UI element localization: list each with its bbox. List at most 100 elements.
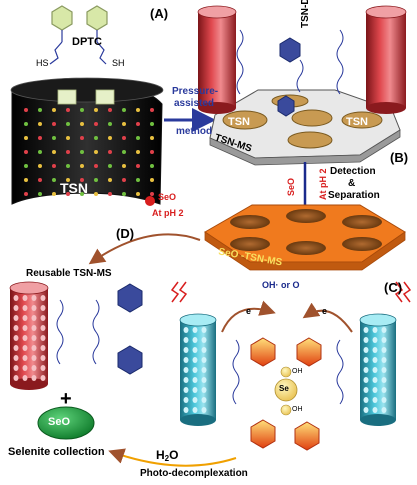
dptc-molecule-left	[49, 5, 73, 65]
pore-dot	[80, 192, 84, 196]
pore-dot	[38, 108, 42, 112]
tube-pore	[372, 397, 378, 403]
pore-dot	[66, 178, 70, 182]
orange-pore-4	[230, 237, 270, 251]
tube-pore	[201, 357, 207, 363]
hex-ring-bottom-top	[117, 283, 143, 313]
tube-pore	[13, 305, 19, 311]
pore-dot	[52, 150, 56, 154]
dptc-label: DPTC	[72, 36, 102, 48]
photo-decomplexation-arrow	[108, 448, 237, 467]
pore-dot	[66, 164, 70, 168]
pore-dot	[122, 192, 126, 196]
dptc-square-left	[57, 89, 77, 105]
tube-pore	[31, 345, 37, 351]
tube-pore	[13, 315, 19, 321]
pore-dot	[38, 192, 42, 196]
hex-ring-bottom-low	[117, 345, 143, 375]
pore-dot	[66, 150, 70, 154]
orange-pore-2	[286, 209, 326, 223]
tube-pore	[31, 335, 37, 341]
tube-pore	[13, 325, 19, 331]
tube-pore	[201, 327, 207, 333]
pore-dot	[80, 108, 84, 112]
pore-dot	[136, 150, 140, 154]
pore-dot	[52, 192, 56, 196]
tube-pore	[372, 387, 378, 393]
sh-label: SH	[112, 58, 125, 68]
tube-pore	[192, 357, 198, 363]
pore-dot	[66, 192, 70, 196]
tube-pore	[381, 387, 387, 393]
tube-pore	[192, 387, 198, 393]
ph2-vertical-label: At pH 2	[318, 168, 328, 201]
tube-pore	[372, 367, 378, 373]
selenite-ball	[37, 406, 95, 440]
tube-pore	[13, 335, 19, 341]
tube-pore	[192, 407, 198, 413]
arrow-line1-label: Pressure-	[172, 86, 219, 97]
pore-dot	[38, 164, 42, 168]
tube-pore	[363, 377, 369, 383]
pore-dot	[80, 164, 84, 168]
tsn-plate-pore-front	[287, 131, 333, 149]
pore-dot	[38, 136, 42, 140]
radicals-label: OH· or O	[262, 280, 300, 290]
panel-b-letter: (B)	[390, 150, 409, 165]
pore-dot	[52, 164, 56, 168]
tube-pore	[363, 337, 369, 343]
oh-top-label: OH	[292, 368, 303, 375]
tube-pore	[201, 407, 207, 413]
orange-pore-5	[286, 241, 326, 255]
pore-dot	[136, 164, 140, 168]
dptc-square-right	[95, 89, 115, 105]
tube-pore	[40, 375, 46, 381]
tube-pore	[192, 327, 198, 333]
tube-pore	[22, 325, 28, 331]
tube-pore	[363, 407, 369, 413]
pore-dot	[38, 178, 42, 182]
tube-pore	[31, 315, 37, 321]
tube-pore	[372, 337, 378, 343]
dptc-molecule-right	[86, 5, 108, 65]
tube-pore	[22, 335, 28, 341]
light-right-icon	[394, 281, 412, 303]
seo3-vertical-label: SeO	[286, 177, 296, 196]
selenite-collection-label: Selenite collection	[8, 446, 105, 458]
se-label: Se	[279, 384, 289, 393]
pore-dot	[94, 136, 98, 140]
pore-dot	[80, 122, 84, 126]
tube-pore-dots	[24, 108, 154, 196]
tube-pore	[381, 357, 387, 363]
panel-c-letter: (C)	[384, 280, 403, 295]
pore-dot	[94, 108, 98, 112]
tube-pore	[363, 367, 369, 373]
tube-pore	[40, 335, 46, 341]
pore-dot	[94, 192, 98, 196]
cyan-tube-left	[179, 313, 217, 426]
pore-dot	[52, 136, 56, 140]
tube-pore	[381, 337, 387, 343]
se-ball	[274, 378, 298, 402]
reusable-ligand	[56, 299, 100, 365]
electron-left-label: e	[246, 306, 252, 316]
complex-ligands	[232, 339, 344, 405]
plus-sign: +	[60, 388, 72, 410]
pore-dot	[136, 136, 140, 140]
tube-pore	[372, 407, 378, 413]
pore-dot	[150, 164, 154, 168]
tube-pore	[31, 305, 37, 311]
pore-dot	[94, 122, 98, 126]
oh-ball-bottom	[280, 404, 292, 416]
electron-right-label: e	[322, 306, 328, 316]
pore-dot	[24, 122, 28, 126]
red-tube-top-right	[365, 5, 407, 114]
electron-arrow-left	[221, 300, 276, 333]
pore-dot	[66, 122, 70, 126]
pore-dot	[94, 150, 98, 154]
electron-arrow-right	[302, 302, 353, 333]
seo3-left-label: SeO	[158, 192, 177, 202]
pore-dot	[150, 108, 154, 112]
h2o-label: H2O	[156, 448, 179, 463]
